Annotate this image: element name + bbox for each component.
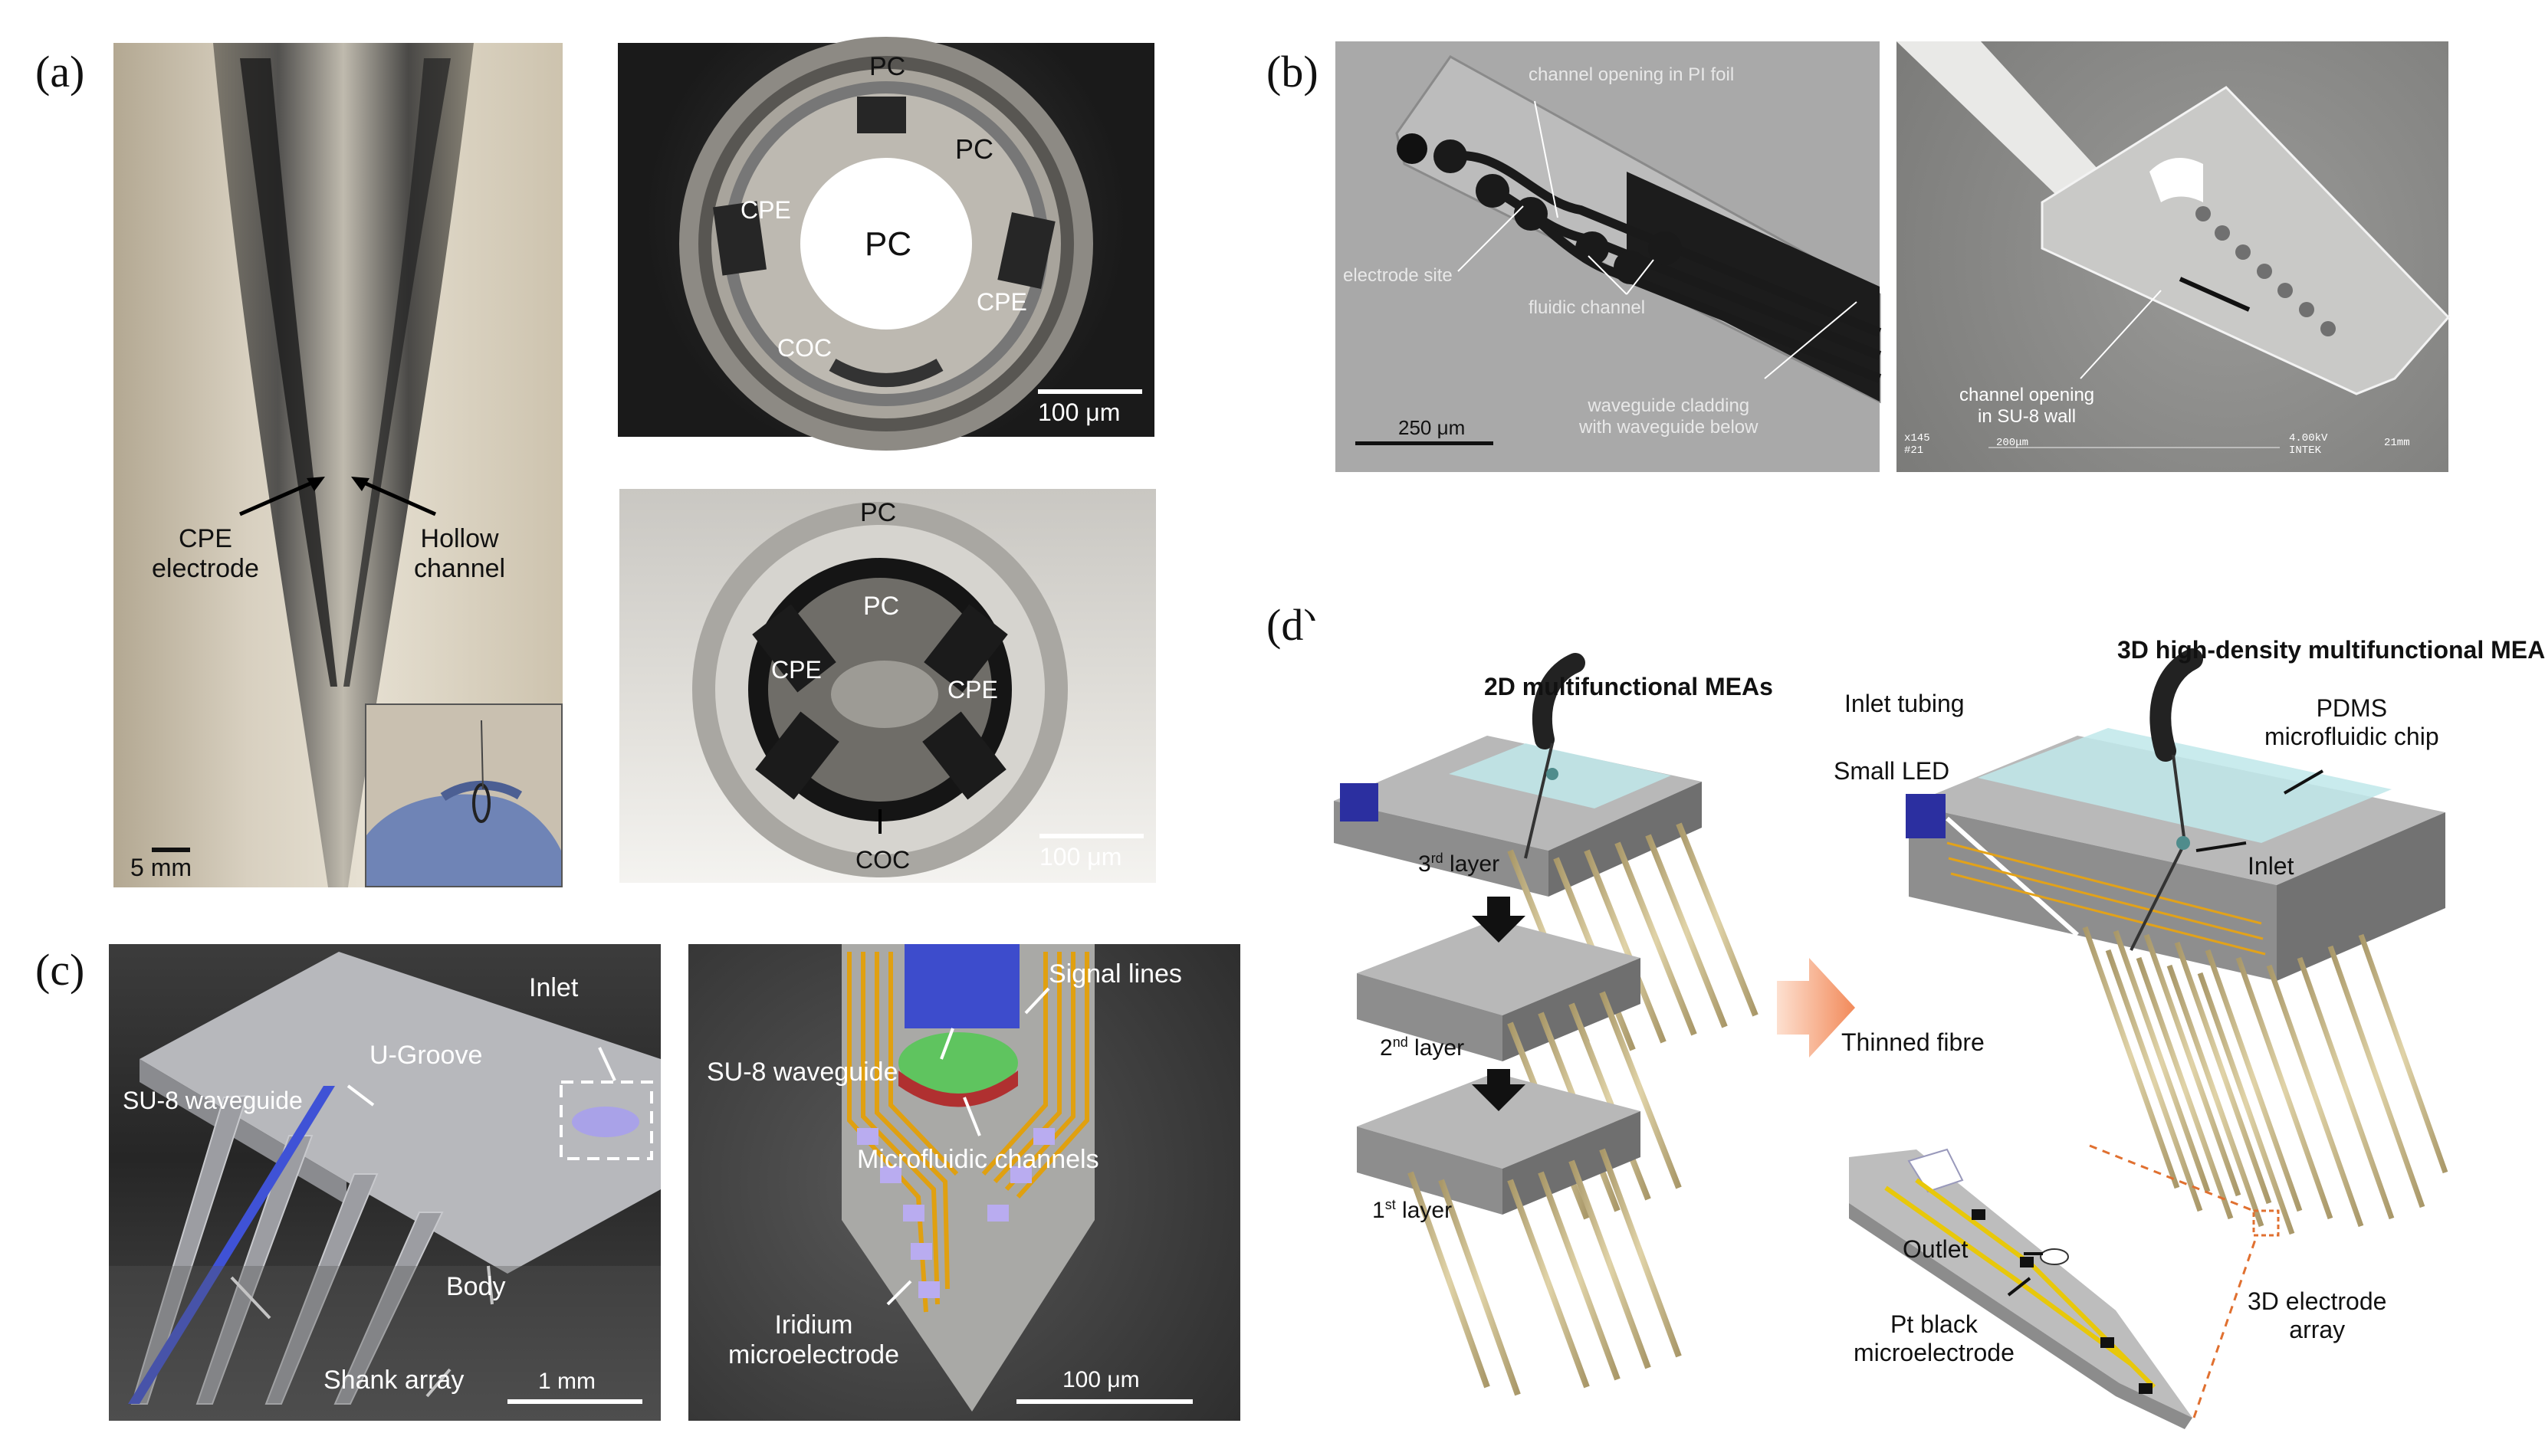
label-pc-right: PC xyxy=(955,133,994,165)
sem-meta-magnification: x145#21 xyxy=(1904,432,1930,457)
panel-label-c: (c) xyxy=(35,945,85,995)
layer-3-block xyxy=(1334,736,1702,897)
panel-d-schematic: 2D multifunctional MEAs 3D high-density … xyxy=(1303,621,2545,1433)
label-body: Body xyxy=(446,1272,506,1301)
label-inlet-d: Inlet xyxy=(2248,852,2294,880)
label-cpe-left: CPE xyxy=(741,196,791,224)
panel-label-b: (b) xyxy=(1266,47,1318,97)
label-cpe-right-bottom: CPE xyxy=(947,676,998,703)
label-thinned-fibre: Thinned fibre xyxy=(1841,1028,1985,1056)
panel-c-probe-tip: Signal lines SU-8 waveguide Microfluidic… xyxy=(688,944,1240,1421)
scale-bar-100um-bottom xyxy=(1039,834,1144,838)
label-shank-array: Shank array xyxy=(323,1366,465,1395)
panel-b-micrograph: channel opening in PI foil electrode sit… xyxy=(1335,41,1882,472)
panel-c-shank-sem: Inlet U-Groove SU-8 waveguide Body Shank… xyxy=(109,944,661,1421)
label-layer-1: 1st layer xyxy=(1372,1197,1453,1223)
label-inlet-c: Inlet xyxy=(529,973,579,1002)
label-fluidic-channel: fluidic channel xyxy=(1529,297,1646,318)
label-pc-top: PC xyxy=(869,52,906,81)
scale-bar-100um-c xyxy=(1016,1399,1193,1404)
label-su8-waveguide-tip: SU-8 waveguide xyxy=(707,1058,898,1087)
label-layer-3: 3rd layer xyxy=(1418,851,1500,877)
inset-hand-photo xyxy=(365,703,563,887)
label-microfluidic-channels: Microfluidic channels xyxy=(857,1145,1099,1174)
scale-label-250um: 250 μm xyxy=(1398,416,1466,439)
title-2d-meas: 2D multifunctional MEAs xyxy=(1484,673,1773,700)
label-pc-outer: PC xyxy=(860,498,897,527)
title-3d-mea: 3D high-density multifunctional MEA xyxy=(2117,636,2545,664)
scale-label-100um-c: 100 μm xyxy=(1062,1367,1140,1392)
label-coc: COC xyxy=(777,334,832,362)
label-cpe-right: CPE xyxy=(977,288,1027,316)
label-pc-inner: PC xyxy=(863,592,900,621)
label-pc-center: PC xyxy=(865,225,912,263)
label-cpe-left-bottom: CPE xyxy=(771,656,822,684)
scale-bar-250um xyxy=(1355,441,1493,445)
assembly-3d-block xyxy=(1906,728,2445,981)
panel-label-a: (a) xyxy=(35,47,85,97)
label-ugroove: U-Groove xyxy=(369,1041,483,1070)
sem-meta-wd: 21mm xyxy=(2384,437,2410,449)
panel-a-cross-section-bottom: PC PC CPE CPE COC 100 μm xyxy=(619,489,1156,883)
label-signal-lines: Signal lines xyxy=(1049,959,1182,989)
label-su8-waveguide-c: SU-8 waveguide xyxy=(123,1087,303,1114)
scale-bar-5mm xyxy=(152,848,190,852)
label-electrode-site: electrode site xyxy=(1343,265,1453,286)
label-layer-2: 2nd layer xyxy=(1380,1035,1465,1061)
label-inlet-tubing: Inlet tubing xyxy=(1844,690,1965,717)
probe-drawing xyxy=(213,43,474,887)
label-outlet: Outlet xyxy=(1903,1235,1969,1263)
scale-label-1mm: 1 mm xyxy=(538,1369,596,1394)
scale-label-100um-top: 100 μm xyxy=(1038,398,1121,426)
scale-bar-100um-top xyxy=(1038,389,1142,394)
label-coc-bottom: COC xyxy=(855,846,911,874)
scale-label-5mm: 5 mm xyxy=(130,854,192,881)
scale-label-100um-bottom: 100 μm xyxy=(1039,843,1122,871)
shank-tip-zoom xyxy=(1849,1148,2192,1429)
sem-meta-scale: 200μm xyxy=(1996,437,2029,449)
label-small-led: Small LED xyxy=(1834,757,1950,785)
panel-a-cross-section-top: PC PC PC CPE CPE COC 100 μm xyxy=(618,37,1154,451)
label-channel-opening-pi: channel opening in PI foil xyxy=(1529,64,1735,85)
scale-bar-1mm xyxy=(507,1399,642,1404)
